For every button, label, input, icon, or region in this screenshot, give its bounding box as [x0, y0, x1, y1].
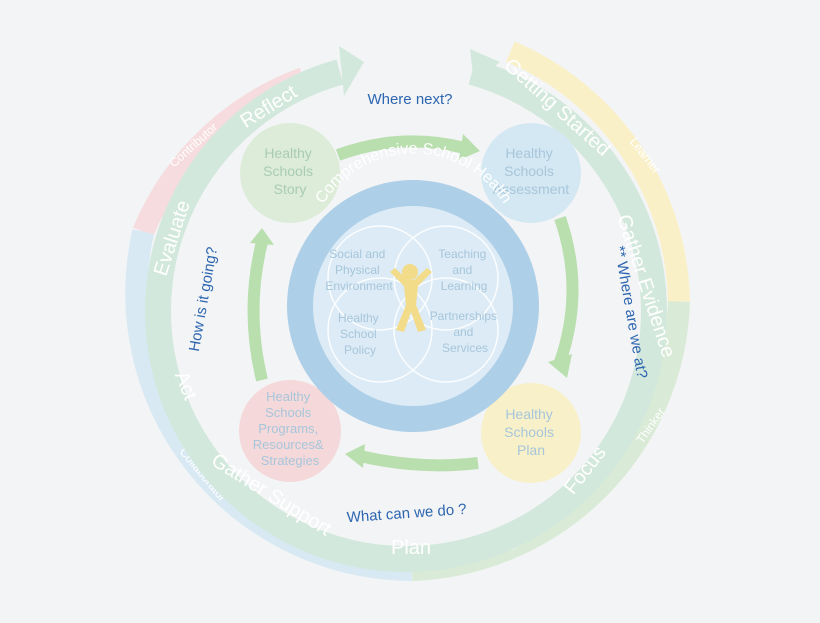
stage-assessment-line3: Assessment — [493, 181, 569, 197]
stage-plan-line3: Plan — [517, 442, 545, 458]
arrow-programs-to-story — [247, 240, 268, 382]
arrow-assessment-to-plan — [554, 216, 579, 364]
stage-programs-line2: Schools — [265, 405, 312, 420]
ring-arrowhead-right — [470, 49, 500, 84]
step-plan: Plan — [391, 537, 431, 559]
stage-assessment-line1: Healthy — [505, 145, 552, 161]
stage-story-line2: Schools — [263, 163, 313, 179]
svg-text:Social and Physical: Social and Physical Environment — [325, 247, 393, 293]
stage-assessment-line2: Schools — [504, 163, 554, 179]
center-teaching-line2: and — [452, 263, 472, 277]
center-teaching-line1: Teaching — [438, 247, 486, 261]
center-partnerships-line3: Services — [442, 341, 488, 355]
center-figure-icon — [390, 264, 432, 332]
ring-arrowhead-left — [339, 46, 364, 96]
center-policy-line3: Policy — [344, 343, 376, 357]
stage-plan-line1: Healthy — [505, 406, 552, 422]
stage-programs-line5: Strategies — [261, 453, 320, 468]
learner-segment — [506, 41, 690, 302]
center-partnerships-line2: and — [453, 325, 473, 339]
center-partnerships-line1: Partnerships — [430, 309, 497, 323]
inner-cycle-arrows — [247, 134, 579, 472]
center-social-line3: Environment — [325, 279, 393, 293]
svg-text:Healthy Schools St: Healthy Schools Story — [263, 145, 317, 197]
comprehensive-school-health: Comprehensive School Health Social and P… — [287, 140, 539, 432]
stage-story: Healthy Schools Story — [240, 123, 340, 223]
question-where-next: Where next? — [367, 91, 452, 108]
question-how-is-it-going: How is it going? — [186, 246, 221, 353]
stage-story-line3: Story — [274, 181, 307, 197]
svg-text:Healthy Schools Pl: Healthy Schools Plan — [504, 406, 558, 458]
stage-programs-line3: Programs, — [258, 421, 318, 436]
stage-assessment: Healthy Schools Assessment — [481, 123, 581, 223]
center-policy-line2: School — [340, 327, 377, 341]
svg-text:Partnerships and S: Partnerships and Services — [430, 309, 501, 355]
arrow-plan-to-programs — [358, 450, 479, 472]
center-social-line1: Social and — [329, 247, 385, 261]
stage-plan-line2: Schools — [504, 424, 554, 440]
stage-plan: Healthy Schools Plan — [481, 383, 581, 483]
center-teaching-line3: Learning — [441, 279, 488, 293]
center-policy-line1: Healthy — [338, 311, 379, 325]
stage-story-line1: Healthy — [264, 145, 311, 161]
center-social-line2: Physical — [335, 263, 380, 277]
svg-text:Healthy Schools Pr: Healthy Schools Programs, Resources& Str… — [253, 389, 327, 468]
arrow-story-to-assessment — [335, 135, 467, 161]
svg-text:Teaching and Learn: Teaching and Learning — [438, 247, 489, 293]
svg-text:Healthy School Pol: Healthy School Policy — [338, 311, 382, 357]
stage-programs-line1: Healthy — [266, 389, 311, 404]
question-what-can-we-do: What can we do ? — [346, 501, 467, 526]
venn-diagram — [327, 225, 499, 383]
stage-programs-line4: Resources& — [253, 437, 324, 452]
stage-programs: Healthy Schools Programs, Resources& Str… — [239, 380, 341, 482]
svg-text:Healthy Schools As: Healthy Schools Assessment — [493, 145, 569, 197]
